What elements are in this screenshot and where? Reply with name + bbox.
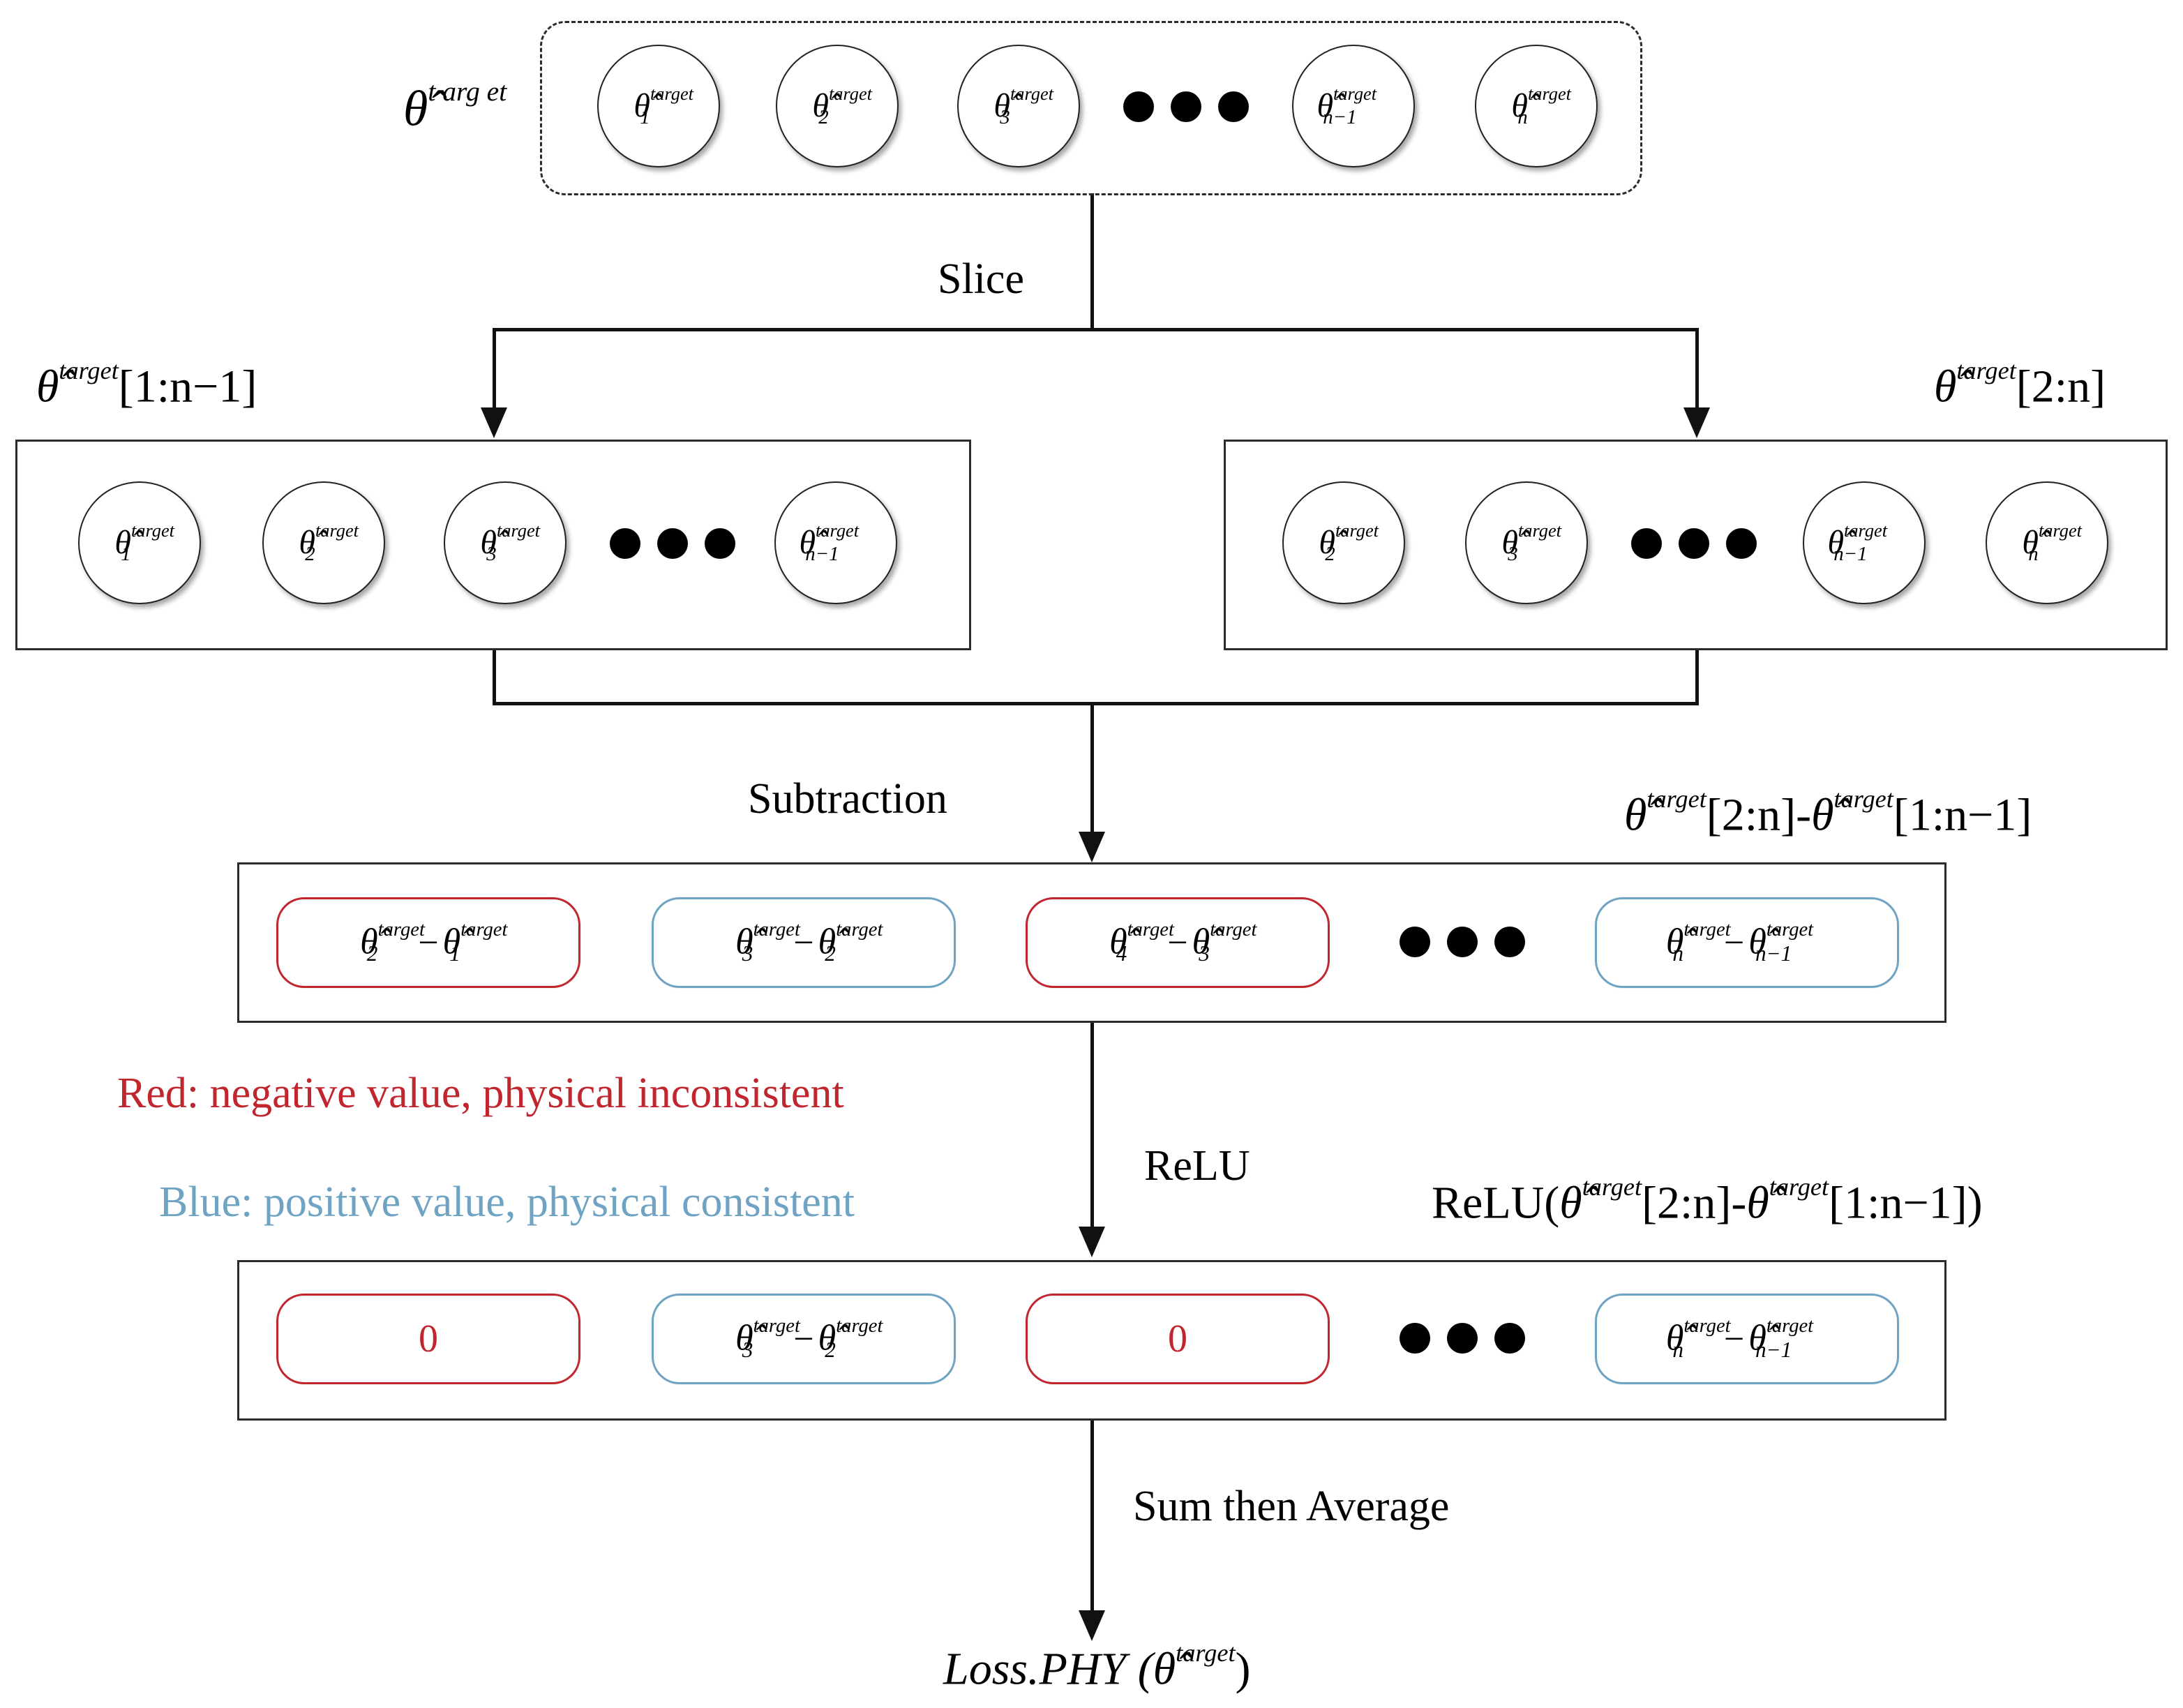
- input-node: θ̂target1: [597, 45, 720, 167]
- input-node: θ̂targetn: [1475, 45, 1598, 167]
- step-relu-label: ReLU: [1144, 1142, 1250, 1190]
- input-vector-label: θ̂t arg et: [403, 75, 507, 138]
- zero-value: 0: [1168, 1317, 1187, 1361]
- input-node: θ̂target3: [957, 45, 1080, 167]
- arrow-output: [1079, 1610, 1105, 1641]
- input-vector-group: [540, 21, 1642, 195]
- arrow-slice-left: [481, 407, 507, 438]
- relu-ellipsis: [1400, 1323, 1525, 1354]
- right-slice-node: θ̂targetn−1: [1803, 481, 1926, 604]
- relu-item-blue: θ̂target3−θ̂target2: [652, 1294, 956, 1384]
- connector-output-down: [1090, 1421, 1094, 1613]
- theta-symbol: θ̂: [403, 80, 428, 137]
- left-slice-node: θ̂target1: [78, 481, 201, 604]
- subtraction-ellipsis: [1400, 927, 1525, 957]
- connector-merge-left: [493, 649, 496, 705]
- output-loss-label: Loss.PHY (θ̂target): [943, 1639, 1251, 1695]
- right-slice-label: θ̂target[2:n]: [1934, 357, 2106, 412]
- connector-top-vertical: [1090, 193, 1094, 329]
- relu-result-label: ReLU(θ̂target[2:n]-θ̂target[1:n−1]): [1432, 1173, 1983, 1229]
- left-slice-ellipsis: [610, 528, 735, 559]
- left-slice-label: θ̂target[1:n−1]: [36, 357, 257, 412]
- connector-slice-right-down: [1695, 328, 1699, 412]
- subtraction-result-label: θ̂target[2:n]-θ̂target[1:n−1]: [1624, 785, 2032, 841]
- connector-subtraction-down: [1090, 702, 1094, 834]
- arrow-subtraction: [1079, 832, 1105, 862]
- connector-slice-horizontal: [493, 328, 1699, 331]
- relu-item-red: 0: [1026, 1294, 1330, 1384]
- connector-merge-right: [1695, 649, 1699, 705]
- connector-merge-horizontal: [493, 702, 1699, 705]
- legend-red: Red: negative value, physical inconsiste…: [117, 1070, 844, 1117]
- right-slice-node: θ̂target3: [1465, 481, 1588, 604]
- left-slice-node: θ̂target2: [262, 481, 385, 604]
- arrow-relu: [1079, 1227, 1105, 1257]
- step-subtraction-label: Subtraction: [748, 775, 947, 823]
- input-node: θ̂target2: [776, 45, 899, 167]
- difference-item-red: θ̂target4−θ̂target3: [1026, 897, 1330, 988]
- ellipsis-dots: [1123, 91, 1249, 122]
- step-slice-label: Slice: [938, 255, 1024, 303]
- left-slice-node: θ̂targetn−1: [774, 481, 897, 604]
- right-slice-ellipsis: [1631, 528, 1757, 559]
- target-superscript: t arg et: [428, 76, 507, 107]
- input-node: θ̂targetn−1: [1292, 45, 1415, 167]
- step-sum-average-label: Sum then Average: [1133, 1483, 1450, 1530]
- relu-item-blue: θ̂targetn−θ̂targetn−1: [1595, 1294, 1899, 1384]
- difference-item-blue: θ̂targetn−θ̂targetn−1: [1595, 897, 1899, 988]
- arrow-slice-right: [1683, 407, 1710, 438]
- connector-relu-down: [1090, 1023, 1094, 1229]
- relu-item-red: 0: [276, 1294, 580, 1384]
- legend-blue: Blue: positive value, physical consisten…: [159, 1178, 855, 1226]
- connector-slice-left-down: [493, 328, 496, 412]
- difference-item-blue: θ̂target3−θ̂target2: [652, 897, 956, 988]
- right-slice-node: θ̂targetn: [1986, 481, 2108, 604]
- right-slice-node: θ̂target2: [1282, 481, 1405, 604]
- left-slice-node: θ̂target3: [444, 481, 567, 604]
- difference-item-red: θ̂target2−θ̂target1: [276, 897, 580, 988]
- zero-value: 0: [419, 1317, 438, 1361]
